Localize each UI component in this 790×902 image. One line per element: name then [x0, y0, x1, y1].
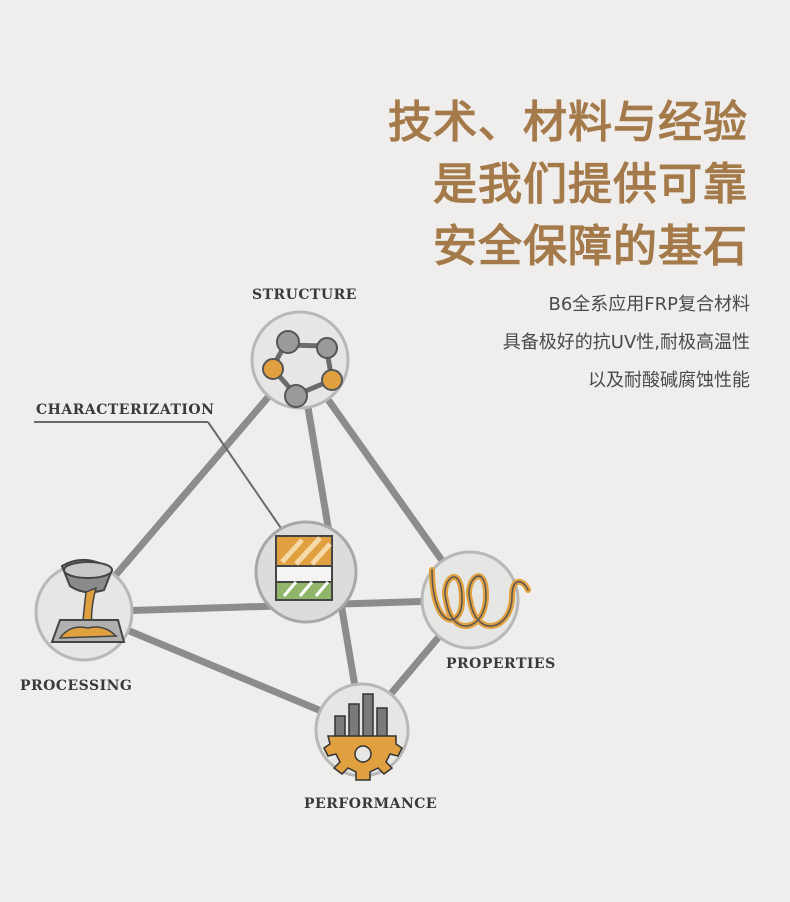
subtext: B6全系应用FRP复合材料 具备极好的抗UV性,耐极高温性 以及耐酸碱腐蚀性能	[503, 286, 750, 400]
headline-line-2: 是我们提供可靠	[433, 159, 748, 210]
label-performance: PERFORMANCE	[304, 796, 438, 812]
label-properties: PROPERTIES	[446, 656, 556, 672]
edge-structure-processing	[80, 356, 304, 616]
label-structure: STRUCTURE	[252, 287, 357, 303]
layers-icon	[275, 535, 333, 601]
bar-gear-icon	[323, 693, 403, 781]
characterization-node	[254, 520, 358, 624]
structure-node	[250, 310, 350, 410]
crucible-pour-icon	[50, 559, 126, 643]
subtext-line-3: 以及耐酸碱腐蚀性能	[588, 370, 750, 391]
headline: 技术、材料与经验 是我们提供可靠 安全保障的基石	[388, 92, 748, 278]
subtext-line-2: 具备极好的抗UV性,耐极高温性	[502, 332, 750, 353]
headline-line-3: 安全保障的基石	[433, 221, 748, 272]
label-characterization: CHARACTERIZATION	[36, 402, 215, 418]
edge-processing-performance	[80, 608, 366, 732]
properties-node	[420, 550, 531, 650]
subtext-line-1: B6全系应用FRP复合材料	[548, 294, 750, 315]
spring-outline	[431, 569, 529, 627]
label-processing: PROCESSING	[20, 678, 133, 694]
processing-node	[34, 559, 134, 662]
performance-node	[314, 682, 410, 781]
characterization-pointer	[34, 421, 297, 551]
headline-line-1: 技术、材料与经验	[388, 97, 748, 148]
